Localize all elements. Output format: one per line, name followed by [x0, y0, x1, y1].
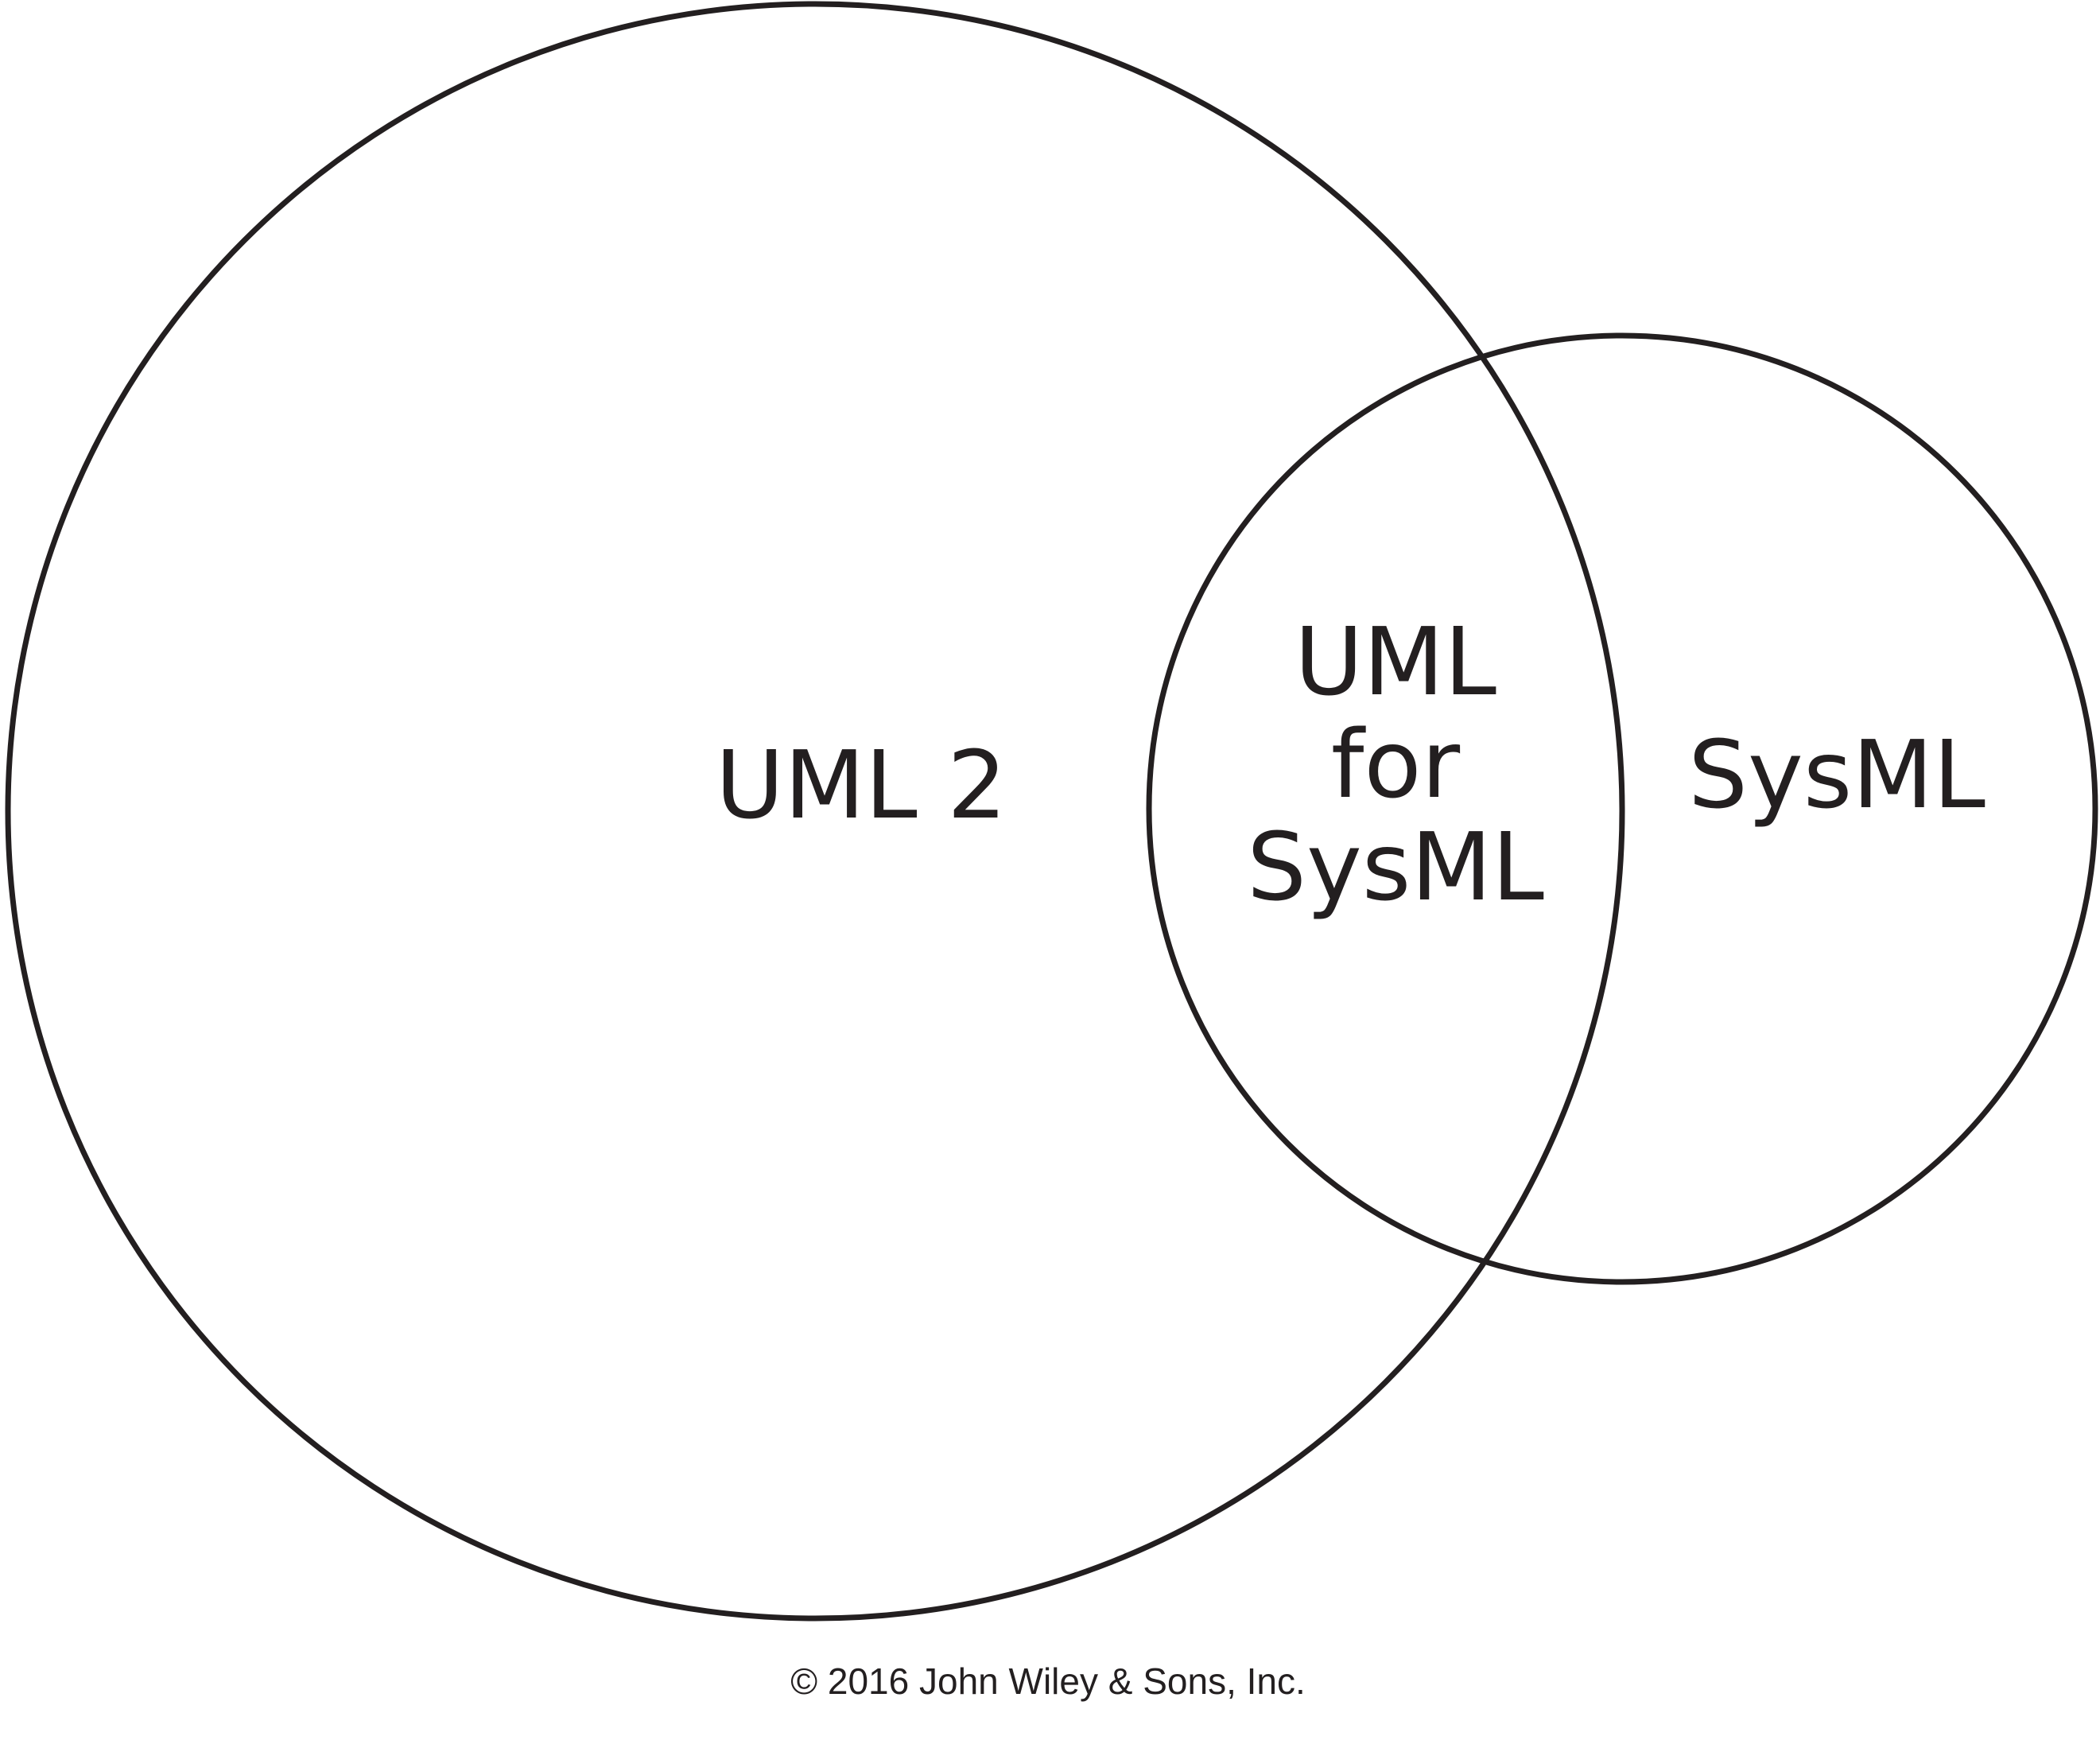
intersection-label-line1: UML	[1295, 607, 1496, 717]
uml2-label: UML 2	[716, 730, 1007, 840]
sysml-label: SysML	[1688, 720, 1985, 829]
uml2-circle	[5, 1, 1625, 1622]
copyright-notice: © 2016 John Wiley & Sons, Inc.	[790, 1660, 1306, 1702]
sysml-circle	[1146, 332, 2098, 1285]
intersection-label-line2: for	[1331, 709, 1461, 819]
intersection-label-line3: SysML	[1247, 812, 1544, 922]
